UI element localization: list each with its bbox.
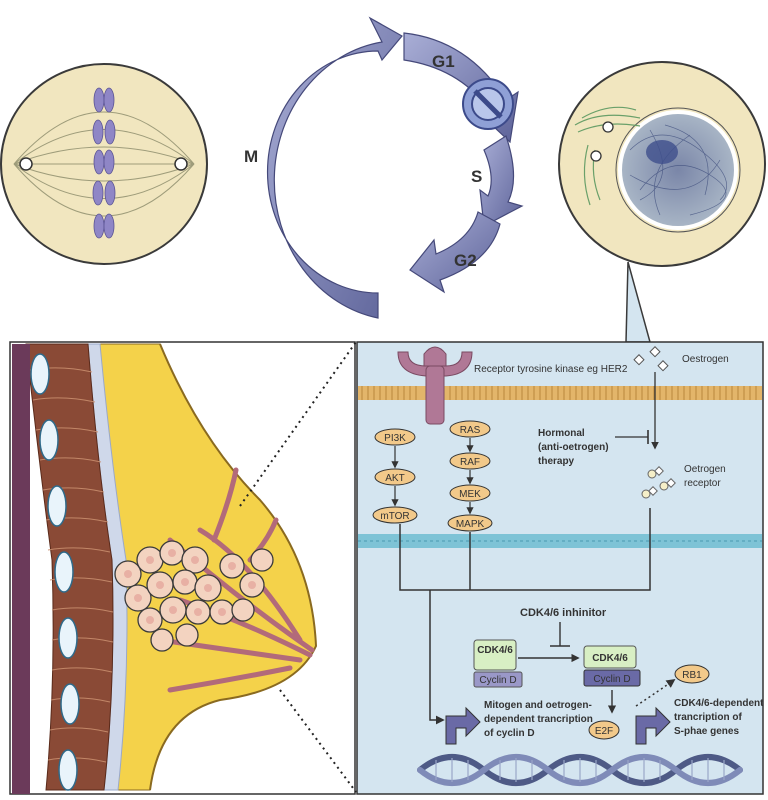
transcription-right-line-1: CDK4/6-dependent (674, 698, 764, 709)
nuclear-membrane (358, 534, 762, 548)
promoter-arrow-left-icon (445, 706, 481, 745)
cdk46-left-box (473, 639, 517, 671)
cell-cycle-diagram (266, 16, 524, 319)
plasma-membrane-stripes (361, 386, 757, 400)
phase-label-g2: G2 (454, 251, 477, 270)
transcription-left-line-3: of cyclin D (484, 728, 535, 739)
cdk-cyclin-complex-inactive: CDK4/6 Cyclin D (473, 639, 523, 688)
centriole-a (602, 121, 614, 133)
breast-anatomy-panel (9, 341, 356, 795)
node-ras (449, 420, 491, 438)
node-mek (449, 484, 491, 502)
centrosome-left (19, 157, 33, 171)
label-mtor: mTOR (380, 511, 409, 522)
chest-wall-ribs (12, 344, 80, 794)
mitosis-cell (0, 63, 208, 265)
transcription-right-line-2: trancription of (674, 712, 742, 723)
hormonal-therapy-line-2: (anti-oetrogen) (538, 442, 609, 453)
receptor-label: Receptor tyrosine kinase eg HER2 (474, 364, 628, 375)
dna-base-pairs (435, 758, 725, 782)
cyclin-right-label: Cyclin D (593, 674, 630, 685)
plasma-membrane (358, 386, 762, 400)
signal-convergence-lines (399, 508, 651, 725)
label-mek: MEK (459, 489, 481, 500)
receptor-tyrosine-kinase (397, 346, 473, 425)
label-akt: AKT (385, 473, 404, 484)
phase-label-s: S (471, 167, 482, 186)
label-pi3k: PI3K (384, 433, 406, 444)
cdk-inhibitor-label: CDK4/6 inhinitor (520, 607, 607, 619)
nucleus (618, 110, 738, 230)
receptor-complex-line-2: receptor (684, 478, 721, 489)
node-pi3k (374, 428, 416, 446)
pi3k-pathway: PI3K AKT mTOR (372, 428, 418, 524)
cyclin-right-box (583, 669, 641, 687)
phase-label-g1: G1 (432, 52, 455, 71)
cdk46-right-box (583, 645, 637, 669)
rb1-phosphorylation-arrow (635, 678, 676, 707)
phase-label-m: M (244, 147, 258, 166)
e2f-node (588, 720, 620, 740)
receptor-complex-line-1: Oetrogen (684, 464, 726, 475)
signalling-pathway-panel: Receptor tyrosine kinase eg HER2 Oestrog… (356, 341, 764, 795)
oestrogen-label: Oestrogen (682, 354, 729, 365)
label-mapk: MAPK (456, 519, 485, 530)
label-raf: RAF (460, 457, 480, 468)
dna-double-helix (417, 754, 743, 786)
zoom-callout (625, 261, 651, 343)
cdk-cyclin-complex-active: CDK4/6 Cyclin D (583, 645, 641, 687)
node-raf (449, 452, 491, 470)
cyclin-left-label: Cyclin D (479, 675, 516, 686)
rb1-node (674, 664, 710, 684)
oestrogen-receptor-complex (641, 466, 676, 499)
hormonal-therapy-line-1: Hormonal (538, 428, 585, 439)
promoter-arrow-right-icon (635, 706, 671, 745)
hormonal-therapy-line-3: therapy (538, 456, 575, 467)
transcription-right-line-3: S-phae genes (674, 726, 739, 737)
node-mapk (447, 514, 493, 532)
node-akt (374, 468, 416, 486)
g2-arrow (409, 211, 501, 294)
metaphase-chromosomes (92, 87, 116, 239)
transcription-left-line-2: dependent trancription (484, 714, 593, 725)
breast-skin (149, 343, 318, 791)
hormonal-therapy: Hormonal (anti-oetrogen) therapy (538, 428, 649, 467)
cyclin-left-box (473, 671, 523, 688)
cdk46-right-label: CDK4/6 (592, 653, 628, 664)
cdk46-left-label: CDK4/6 (477, 645, 513, 656)
oestrogen-molecules (633, 346, 669, 372)
centriole-b (590, 150, 602, 162)
m-phase-arrow (266, 16, 403, 319)
interphase-cell (558, 61, 766, 267)
node-mtor (372, 506, 418, 524)
e2f-label: E2F (595, 726, 613, 737)
g1-checkpoint-block-icon (462, 78, 514, 130)
s-arrow (479, 135, 524, 227)
ras-pathway: RAS RAF MEK MAPK (447, 420, 493, 532)
label-ras: RAS (460, 425, 481, 436)
rb1-label: RB1 (682, 670, 702, 681)
transcription-left-line-1: Mitogen and oetrogen- (484, 700, 592, 711)
centrosome-right (174, 157, 188, 171)
